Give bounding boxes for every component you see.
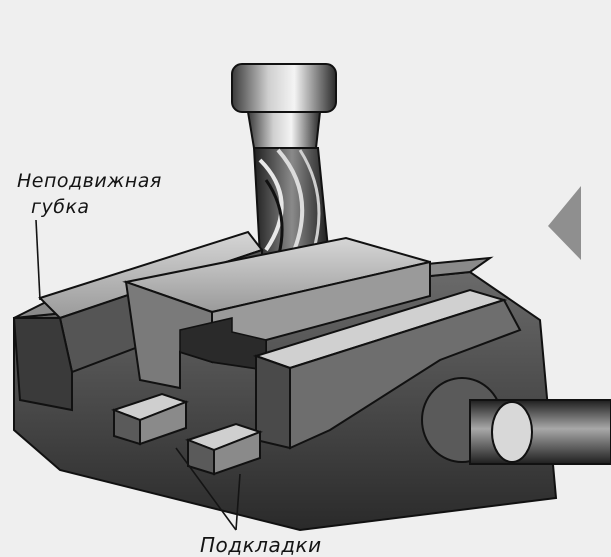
leader-lines (35, 219, 241, 531)
label-fixed-jaw-line2: губка (31, 196, 90, 218)
label-fixed-jaw-line1: Неподвижная (17, 170, 162, 192)
direction-arrow-icon (548, 186, 581, 260)
shims (111, 392, 263, 476)
spindle (231, 63, 337, 149)
vise-screw (421, 377, 611, 465)
label-shims: Подкладки (200, 533, 322, 557)
movable-jaw (252, 288, 522, 450)
workpiece (122, 236, 431, 390)
